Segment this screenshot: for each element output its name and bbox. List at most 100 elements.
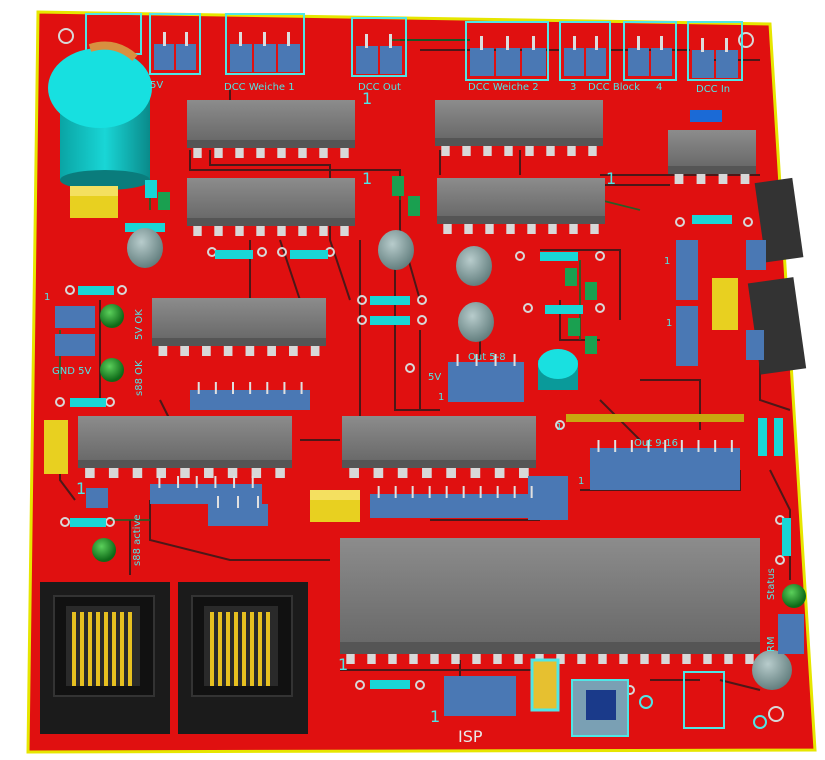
ic-pin [493,654,502,664]
header-pin [496,486,499,498]
ic-pin [661,654,670,664]
vias [55,28,785,734]
ic-pin [718,174,728,184]
ic-pin [527,224,536,234]
ic-pins [85,146,754,664]
connector-dcc-in [687,21,743,81]
ic-pin [504,146,513,156]
ic-pin [397,468,408,478]
header-pin [411,486,414,498]
rj45-contact [104,612,108,686]
ic-pin [588,146,597,156]
voltage-regulators [746,177,807,375]
pin1-marker: 1 [430,707,440,726]
ic-pin [349,468,359,478]
ic-pin [430,654,439,664]
ic-right-small [668,130,756,174]
pin-headers [55,240,804,716]
rj45-contact [226,612,230,686]
label-isp: ISP [458,727,483,746]
capacitor-yellow-4 [712,278,738,330]
pin1-marker: 1 [438,392,444,403]
ic-pin [277,148,286,158]
header-pin [730,440,733,452]
label-dcc-out: DCC Out [358,82,401,93]
rj45-contact [72,612,76,686]
label-out-9-16: Out 9-16 [634,438,678,449]
ic-pin [204,468,214,478]
ic-pin [235,148,244,158]
pin1-marker: 1 [664,256,670,267]
header-pin [462,486,465,498]
pin1-marker: 1 [76,479,86,498]
capacitor-yellow-1 [70,186,118,218]
rj45-contact [88,612,92,686]
label-gnd-5v: GND 5V [52,366,91,377]
rj45-jack-right [178,582,308,734]
pin1-marker: 1 [606,169,616,188]
ic-pin [548,224,557,234]
header-pin [257,496,259,508]
ic-pin [577,654,586,664]
connector-5v-top [85,13,201,75]
ic-pin [556,654,565,664]
header-pin [300,382,303,394]
ic-pin [340,148,349,158]
header-pin [614,440,617,452]
label-dcc-in: DCC In [696,84,730,95]
ic-pin [256,148,265,158]
ic-pin [346,654,355,664]
crystal-outline [639,671,767,729]
header-pin [195,476,198,488]
ic-pin [367,654,376,664]
header-pin [394,486,397,498]
pin1-marker: 1 [362,169,372,188]
label-out-5-8: Out 5-8 [468,352,506,363]
ic-pin [108,468,119,478]
ic-pin [472,654,481,664]
header-pin [233,476,236,488]
ic-top-right-1 [435,100,603,146]
ic-pin [682,654,691,664]
ic-pin [422,468,432,478]
pin1-marker: 1 [44,292,50,303]
header-pin [177,476,180,488]
resistors [70,110,791,689]
label-s88-active: s88 active [132,514,143,566]
label-5v-top: 5V [150,80,163,91]
ic-pin [494,468,505,478]
ic-pin [310,346,320,356]
header-pin [237,496,239,508]
label-5v-ok: 5V OK [134,309,145,340]
ic-pin [132,468,143,478]
ic-lower-middle [342,416,536,468]
ic-pin [674,174,684,184]
header-pin [597,440,600,452]
microcontroller-dip40 [340,538,760,654]
rj45-contact [242,612,246,686]
header-pin [283,382,286,394]
ic-pin [462,146,471,156]
header-pin [714,440,717,452]
ic-pin [275,468,285,478]
ic-pin [619,654,628,664]
ic-pin [223,346,233,356]
header-pin [513,354,516,366]
ic-pin [696,174,706,184]
header-pin [197,382,200,394]
header-pin [647,440,650,452]
label-dcc-block: DCC Block [588,82,640,93]
label-rm: RM [766,636,777,652]
rj45-contact [266,612,270,686]
pin1-marker: 1 [338,655,348,674]
ic-pin [514,654,523,664]
rj45-contact [96,612,100,686]
rj45-contact [234,612,238,686]
ic-pin [156,468,166,478]
ic-pin [180,346,189,356]
ic-pin [214,226,223,236]
ic-middle-left [152,298,326,346]
rj45-contact [250,612,254,686]
ic-top-right-2 [437,178,605,224]
